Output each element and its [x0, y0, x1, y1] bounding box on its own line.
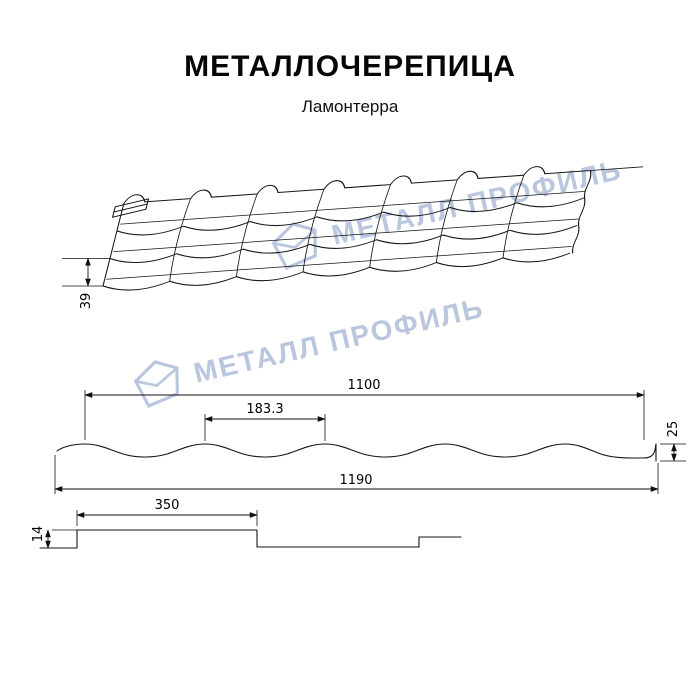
dim-cover-width-1100: 1100 [84, 378, 645, 440]
dim-39-label: 39 [79, 293, 94, 310]
dim-14-label: 14 [31, 526, 46, 543]
watermark-bottom: МЕТАЛЛ ПРОФИЛЬ [124, 283, 489, 413]
watermark-top: МЕТАЛЛ ПРОФИЛЬ [262, 145, 627, 275]
step-profile-line [39, 529, 462, 549]
dim-1190-label: 1190 [339, 473, 372, 488]
metall-profil-logo-icon [133, 360, 179, 408]
page-subtitle: Ламонтерра [301, 97, 399, 116]
dim-183-label: 183.3 [246, 402, 283, 417]
dim-350-label: 350 [155, 498, 180, 513]
dim-tile-length-350: 350 [76, 498, 258, 526]
dim-wave-pitch-183: 183.3 [204, 402, 326, 441]
ridge-extension-line [590, 166, 644, 171]
dim-25-label: 25 [666, 421, 681, 438]
dim-profile-height-25: 25 [660, 421, 686, 462]
page-title: МЕТАЛЛОЧЕРЕПИЦА [184, 50, 516, 83]
metall-profil-logo-icon [271, 222, 317, 270]
dim-step-height-14: 14 [31, 526, 77, 549]
profile-view: 1100 183.3 25 1190 [54, 378, 686, 494]
tile-sheet [102, 166, 592, 291]
dim-overall-width-1190: 1190 [54, 455, 659, 494]
dim-1100-label: 1100 [347, 378, 380, 393]
wave-profile-line [56, 443, 657, 459]
perspective-view: 39 [62, 166, 644, 310]
step-view: 350 14 [31, 498, 462, 549]
dim-step-height-39: 39 [62, 257, 110, 310]
